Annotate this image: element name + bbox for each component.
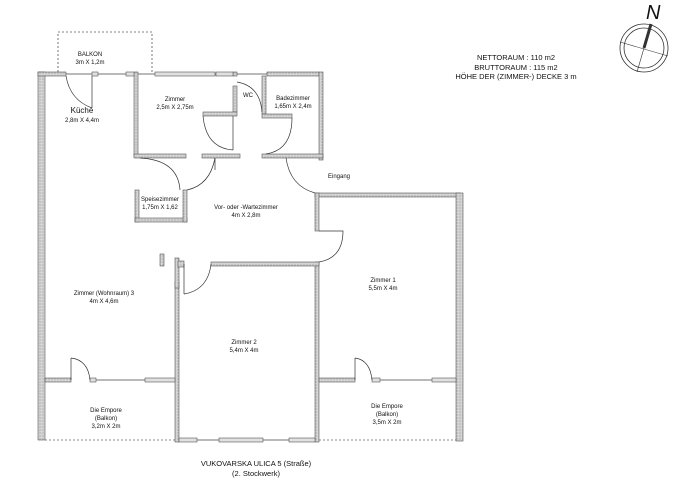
windows: [66, 71, 457, 443]
room-label-kueche: Küche 2,8m X 4,4m: [64, 106, 100, 124]
street-address: VUKOVARSKA ULICA 5 (Straße): [200, 459, 312, 468]
room-label-wc: WC: [243, 93, 253, 99]
compass-rose: [619, 23, 669, 73]
room-label-zimmer1: Zimmer 1 5,5m X 4m: [368, 278, 398, 292]
address-caption: VUKOVARSKA ULICA 5 (Straße) (2. Stockwer…: [201, 459, 311, 479]
floor-level: (2. Stockwerk): [232, 469, 280, 478]
room-label-vorzimmer: Vor- oder -Wartezimmer 4m X 2,8m: [214, 205, 278, 219]
room-label-zimmer: Zimmer 2,5m X 2,75m: [156, 97, 194, 111]
room-label-eingang: Eingang: [327, 174, 351, 180]
room-label-zimmer3: Zimmer (Wohnraum) 3 4m X 4,6m: [73, 291, 135, 305]
ceiling-height: HÖHE DER (ZIMMER-) DECKE 3 m: [455, 72, 577, 81]
exterior-walls: [37, 71, 464, 443]
area-summary: NETTORAUM : 110 m2 BRUTTORAUM : 115 m2 H…: [455, 53, 576, 82]
compass-north-label: N: [646, 2, 661, 24]
room-label-zimmer2: Zimmer 2 5,4m X 4m: [229, 340, 259, 354]
netto-area: NETTORAUM : 110 m2: [476, 53, 556, 62]
brutto-area: BRUTTORAUM : 115 m2: [474, 62, 558, 72]
balkon-outline: [57, 31, 153, 72]
room-label-balkon: BALKON 3m X 1,2m: [75, 52, 105, 66]
room-label-speisezimmer: Speisezimmer 1,75m X 1,62: [140, 197, 180, 211]
room-label-empore-right: Die Empore (Balkon) 3,5m X 2m: [371, 404, 403, 426]
room-label-empore-left: Die Empore (Balkon) 3,2m X 2m: [90, 408, 122, 430]
room-label-badezimmer: Badezimmer 1,65m X 2,4m: [274, 96, 312, 110]
door-swings: [65, 75, 373, 381]
